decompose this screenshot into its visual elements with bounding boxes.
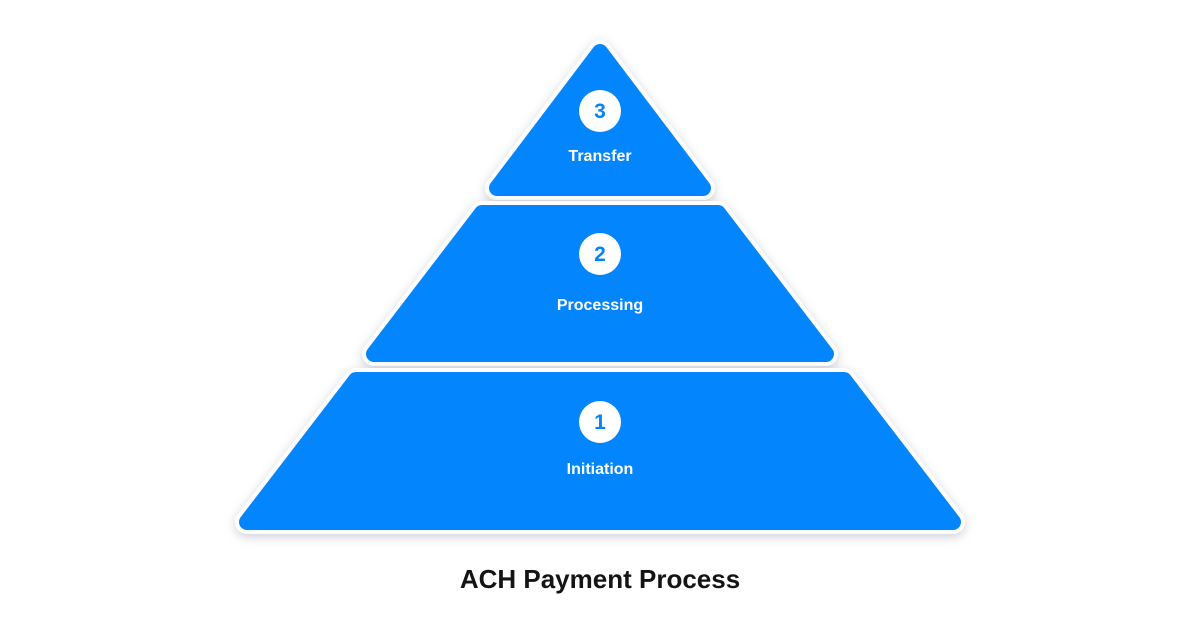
pyramid-level-1-shape xyxy=(235,368,965,534)
step-2-number: 2 xyxy=(594,243,606,266)
step-1-label: Initiation xyxy=(567,461,634,478)
step-1-number: 1 xyxy=(594,411,606,434)
step-2-badge-circle xyxy=(579,233,621,275)
level-2-content: 2 Processing xyxy=(557,233,643,314)
step-3-number: 3 xyxy=(594,100,606,123)
level-1-content: 1 Initiation xyxy=(567,401,634,478)
step-1-badge-circle xyxy=(579,401,621,443)
pyramid-level-2-shape xyxy=(362,201,838,366)
step-3-label: Transfer xyxy=(568,148,631,165)
diagram-title: ACH Payment Process xyxy=(460,564,740,594)
step-2-label: Processing xyxy=(557,297,643,314)
level-3-content: 3 Transfer xyxy=(568,90,632,165)
step-3-badge-circle xyxy=(579,90,621,132)
